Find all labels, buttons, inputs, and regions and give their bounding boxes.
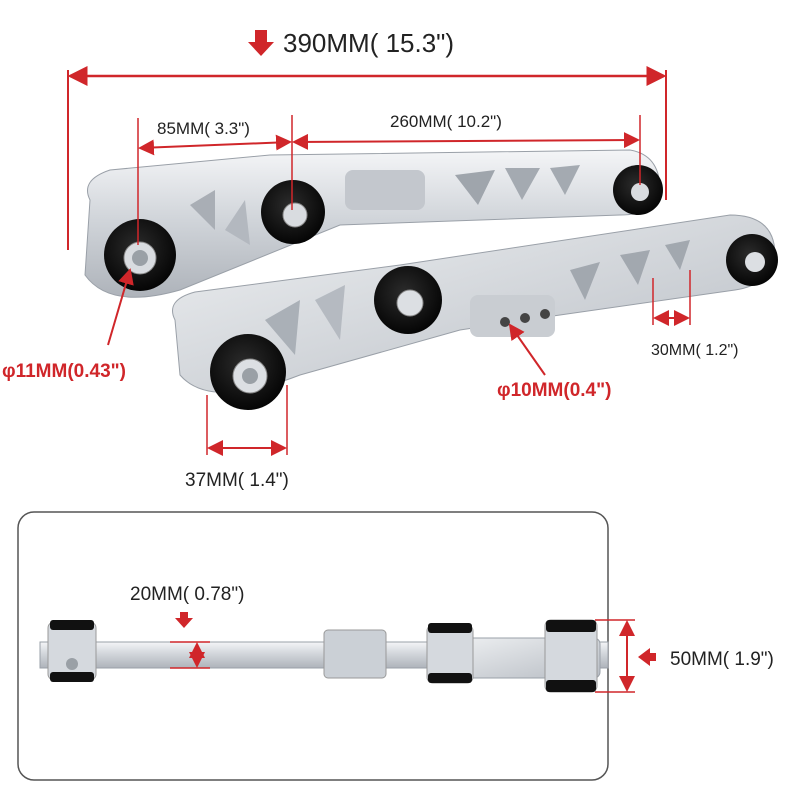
left-offset-label: 85MM( 3.3") xyxy=(157,119,250,138)
bushing-width-label: 37MM( 1.4") xyxy=(185,470,289,491)
rear-lower-control-arm-back xyxy=(84,149,663,298)
end-width-label: 30MM( 1.2") xyxy=(651,342,738,359)
down-arrow-icon xyxy=(175,612,193,628)
top-span-dimensions: 85MM( 3.3") 260MM( 10.2") xyxy=(137,112,641,245)
total-height-label: 50MM( 1.9") xyxy=(670,649,774,670)
overall-length-label: 390MM( 15.3") xyxy=(283,28,454,58)
end-width-dimension: 30MM( 1.2") xyxy=(651,270,738,359)
bushing-hole-callout: φ11MM(0.43") xyxy=(2,268,134,382)
overall-length-dimension: 390MM( 15.3") xyxy=(67,28,667,250)
total-height-dimension: 50MM( 1.9") xyxy=(595,619,774,693)
adjust-hole-callout: φ10MM(0.4") xyxy=(497,323,611,401)
bushing-hole-label: φ11MM(0.43") xyxy=(2,361,126,382)
bushing-width-dimension: 37MM( 1.4") xyxy=(185,385,289,491)
side-view-panel xyxy=(17,511,609,781)
center-span-label: 260MM( 10.2") xyxy=(390,112,502,131)
bar-thickness-label: 20MM( 0.78") xyxy=(130,584,244,605)
bar-thickness-dimension: 20MM( 0.78") xyxy=(130,584,244,669)
down-arrow-icon xyxy=(248,30,274,56)
adjust-hole-label: φ10MM(0.4") xyxy=(497,380,611,401)
rear-lower-control-arm-front xyxy=(172,214,778,410)
left-arrow-icon xyxy=(638,648,656,666)
